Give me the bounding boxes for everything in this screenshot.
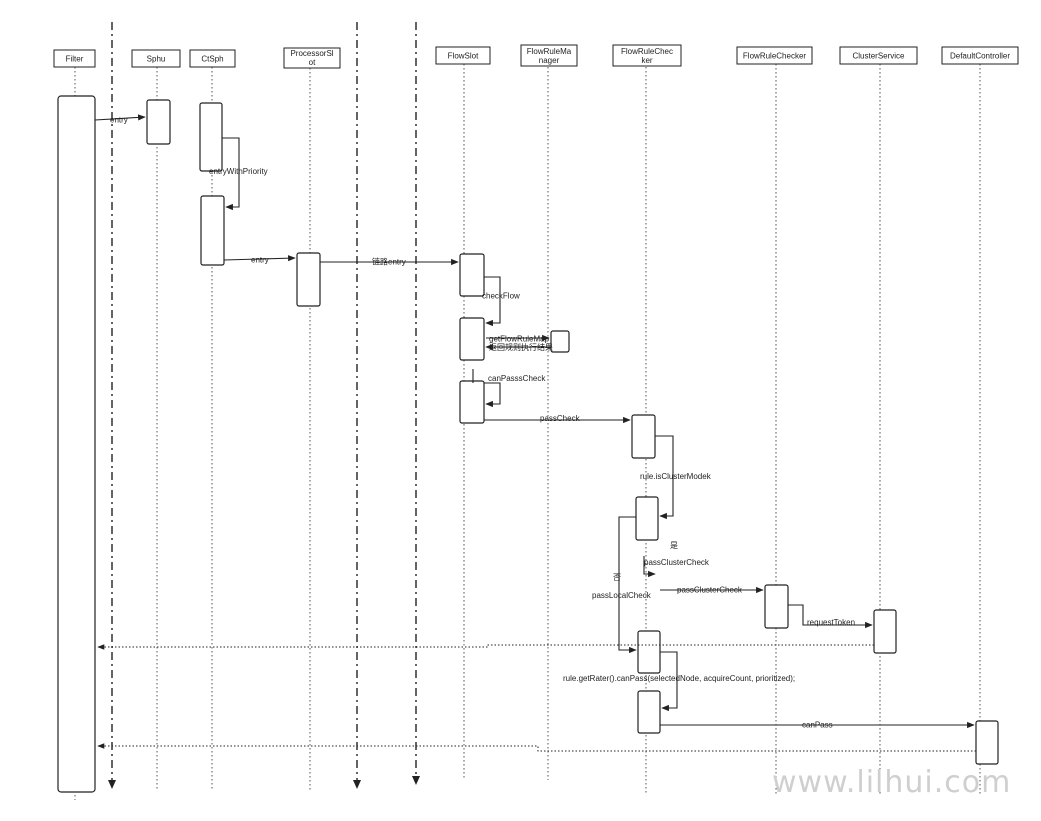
message-entry-2[interactable] xyxy=(223,255,296,262)
message-rule-get-rater[interactable] xyxy=(660,651,678,712)
branch-no-label: 否 xyxy=(613,573,621,582)
header-ctsph-label: CtSph xyxy=(201,55,223,64)
fragment-lines xyxy=(111,22,417,782)
header-defaultcontroller-label: DefaultController xyxy=(950,52,1010,61)
message-request-token[interactable] xyxy=(788,604,873,629)
message-rule-is-cluster-model-label: rule.isClusterModek xyxy=(640,472,712,481)
message-get-flow-rule-map-label: getFlowRuleMap xyxy=(489,335,550,344)
header-flowrulechecker-a-label-1: FlowRuleChec xyxy=(621,47,673,56)
fragment-arrow-2 xyxy=(353,780,361,789)
watermark-text: www.lilhui.com xyxy=(772,765,1011,800)
header-flowrulemanager-label-1: FlowRuleMa xyxy=(527,47,572,56)
message-can-pass-label: canPass xyxy=(802,721,833,730)
header-flowslot-label: FlowSlot xyxy=(448,52,479,61)
header-clusterservice-label: ClusterService xyxy=(852,52,905,61)
message-pass-cluster-check-1-label: passClusterCheck xyxy=(644,558,710,567)
branch-yes-label: 是 xyxy=(670,541,678,550)
message-pass-check-label: passCheck xyxy=(540,414,581,423)
header-defaultcontroller[interactable]: DefaultController xyxy=(941,46,1019,65)
fragment-arrow-1 xyxy=(108,780,116,789)
fragment-arrowheads xyxy=(108,776,420,789)
header-flowrulemanager-label-2: nager xyxy=(539,56,560,65)
activation-processor-slot[interactable] xyxy=(296,252,321,307)
header-processor-slot-label-2: ot xyxy=(309,58,316,67)
activation-flowslot-2[interactable] xyxy=(459,317,485,361)
header-flowrulemanager[interactable]: FlowRuleMa nager xyxy=(520,44,578,67)
message-entry-with-priority[interactable] xyxy=(222,137,240,211)
message-entry-with-priority-label: entryWithPriority xyxy=(209,167,268,176)
message-rule-get-rater-label: rule.getRater().canPass(selectedNode, ac… xyxy=(563,674,795,683)
activation-defaultcontroller[interactable] xyxy=(975,720,999,765)
header-filter[interactable]: Filter xyxy=(53,49,96,68)
header-flowrulechecker-a-label-2: ker xyxy=(641,56,652,65)
message-entry-1-label: entry xyxy=(110,116,128,125)
header-sphu[interactable]: Sphu xyxy=(131,49,181,68)
message-request-token-label: requestToken xyxy=(807,618,855,627)
activation-flowslot-3[interactable] xyxy=(459,380,485,424)
message-entry-1[interactable] xyxy=(94,114,146,121)
activation-sphu[interactable] xyxy=(146,99,171,145)
header-processor-slot[interactable]: ProcessorSl ot xyxy=(283,47,341,69)
activation-checker-2[interactable] xyxy=(635,496,659,541)
return-controller-to-filter[interactable] xyxy=(97,743,976,752)
header-flowrulechecker-a[interactable]: FlowRuleChec ker xyxy=(612,44,682,67)
message-pass-cluster-check-1[interactable] xyxy=(643,556,656,578)
lifeline-headers: Filter Sphu CtSph ProcessorSl ot FlowSlo… xyxy=(53,44,1019,69)
header-flowrulechecker-b-label: FlowRuleChecker xyxy=(743,52,806,61)
activations xyxy=(57,95,999,793)
message-branch-no[interactable] xyxy=(618,516,637,654)
message-chain-entry-label: 链路entry xyxy=(372,257,406,267)
activation-flowslot-1[interactable] xyxy=(459,253,485,297)
header-processor-slot-label-1: ProcessorSl xyxy=(290,49,333,58)
header-clusterservice[interactable]: ClusterService xyxy=(839,46,918,65)
activation-checker-4[interactable] xyxy=(637,690,661,734)
activation-checker-b[interactable] xyxy=(764,584,789,629)
message-pass-local-check-label: passLocalCheck xyxy=(592,591,652,600)
message-check-flow[interactable] xyxy=(484,276,501,327)
activation-checker-3[interactable] xyxy=(637,630,661,674)
activation-ctsph-1[interactable] xyxy=(199,102,223,172)
activation-ctsph-2[interactable] xyxy=(200,195,225,266)
activation-clusterservice[interactable] xyxy=(873,609,897,654)
message-rule-is-cluster-model[interactable] xyxy=(655,435,674,520)
activation-filter[interactable] xyxy=(57,95,96,793)
header-flowrulechecker-b[interactable]: FlowRuleChecker xyxy=(736,46,813,65)
message-check-flow-label: checkFlow xyxy=(482,292,520,301)
message-pass-cluster-check-2-label: passClusterCheck xyxy=(677,586,743,595)
header-filter-label: Filter xyxy=(66,55,84,64)
activation-checker-1[interactable] xyxy=(631,414,656,459)
messages: entry entryWithPriority entry 链路entry ch… xyxy=(94,114,976,752)
message-can-pass-check-label: canPasssCheck xyxy=(488,374,546,383)
activation-flowrulemanager[interactable] xyxy=(550,330,570,353)
header-ctsph[interactable]: CtSph xyxy=(189,49,236,68)
message-entry-2-label: entry xyxy=(251,256,269,265)
message-return-rule-result-label: 返回规则执行结果 xyxy=(489,342,553,352)
header-sphu-label: Sphu xyxy=(147,55,166,64)
fragment-arrow-3 xyxy=(412,776,420,785)
message-can-pass-check[interactable] xyxy=(472,369,501,404)
header-flowslot[interactable]: FlowSlot xyxy=(435,46,491,65)
return-cluster-to-filter[interactable] xyxy=(97,644,874,650)
